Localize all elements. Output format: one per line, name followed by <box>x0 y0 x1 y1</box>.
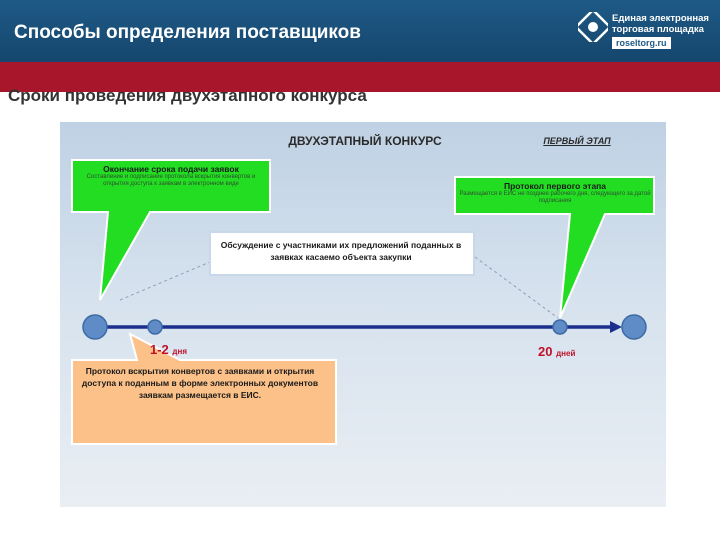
timeline-arrowhead <box>610 321 622 333</box>
roseltorg-logo: Единая электронная торговая площадка ros… <box>578 10 713 54</box>
logo-text-line2: торговая площадка <box>612 24 704 35</box>
diagram-panel: ДВУХЭТАПНЫЙ КОНКУРС ПЕРВЫЙ ЭТАП Окончани… <box>60 122 666 507</box>
logo-url: roseltorg.ru <box>612 37 671 49</box>
discussion-box-text: Обсуждение с участниками их предложений … <box>220 240 462 262</box>
guide-line-left <box>119 261 211 301</box>
days-right-value: 20 <box>538 344 553 359</box>
timeline-node-first <box>147 319 163 335</box>
days-left: 1-2 дня <box>150 342 187 357</box>
callout-right-shape <box>454 176 655 319</box>
callout-right-title: Протокол первого этапа <box>503 181 607 191</box>
callout-left-title: Окончание срока подачи заявок <box>103 164 239 174</box>
callout-right-description: Размещается в ЕИС не позднее рабочего дн… <box>459 191 651 204</box>
days-right-unit: дней <box>556 349 576 358</box>
guide-line-right <box>474 256 559 319</box>
timeline-node-start <box>82 314 108 340</box>
timeline-node-end <box>621 314 647 340</box>
stage-label: ПЕРВЫЙ ЭТАП <box>543 136 611 146</box>
callout-left-shape <box>71 159 271 301</box>
logo-mark-icon <box>578 12 608 42</box>
protocol-callout-shape <box>71 332 337 445</box>
callout-right-text: Протокол первого этапа Размещается в ЕИС… <box>458 181 652 205</box>
protocol-box-text: Протокол вскрытия конвертов с заявками и… <box>81 366 319 400</box>
diagram-title: ДВУХЭТАПНЫЙ КОНКУРС <box>288 134 442 148</box>
days-right: 20 дней <box>538 344 575 359</box>
logo-text: Единая электронная торговая площадка <box>612 13 709 35</box>
discussion-box-shape <box>209 231 475 276</box>
header-title: Способы определения поставщиков <box>14 22 361 43</box>
callout-left-description: Составление и подписание протокола вскры… <box>86 174 256 187</box>
timeline-diagram <box>71 159 655 445</box>
callout-left-text: Окончание срока подачи заявок Составлени… <box>74 164 268 188</box>
days-left-value: 1-2 <box>150 342 169 357</box>
logo-text-line1: Единая электронная <box>612 13 709 24</box>
slide-header: Способы определения поставщиков Единая э… <box>0 0 720 62</box>
red-band <box>0 62 720 92</box>
slide-subtitle: Сроки проведения двухэтапного конкурса <box>8 86 367 105</box>
days-left-unit: дня <box>172 347 187 356</box>
timeline-node-second <box>552 319 568 335</box>
